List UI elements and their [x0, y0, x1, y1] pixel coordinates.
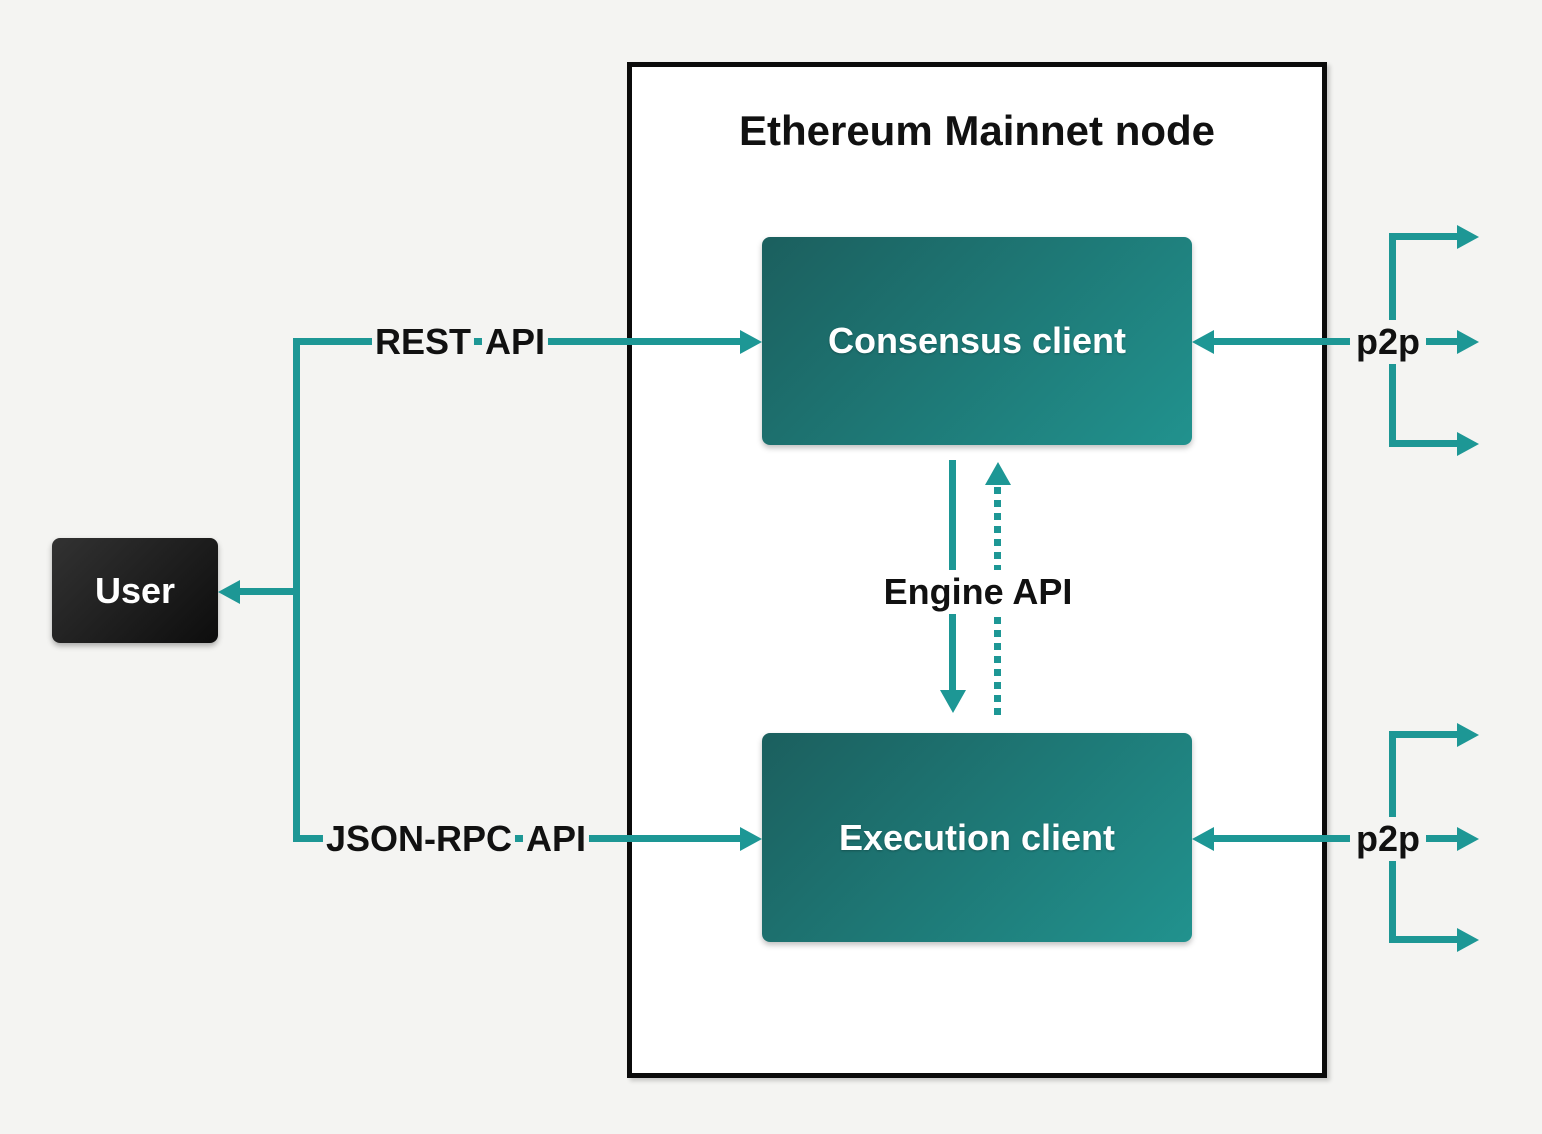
p2p-consensus-left-line — [1214, 338, 1355, 345]
p2p-consensus-top-arrowhead-icon — [1457, 225, 1479, 249]
json-rpc-api-arrowhead-icon — [740, 827, 762, 851]
p2p-consensus-bottom-arrowhead-icon — [1457, 432, 1479, 456]
p2p-execution-bottom-arrowhead-icon — [1457, 928, 1479, 952]
consensus-client-label: Consensus client — [827, 320, 1127, 361]
user-label: User — [94, 569, 176, 611]
engine-api-down-arrowhead-icon — [940, 690, 966, 713]
diagram-title: Ethereum Mainnet node — [738, 107, 1216, 154]
execution-client-label: Execution client — [838, 816, 1116, 858]
p2p-execution-top-arrowhead-icon — [1457, 723, 1479, 747]
consensus-client-box: Consensus client — [762, 237, 1192, 445]
p2p-execution-left-arrowhead-icon — [1192, 827, 1214, 851]
p2p-execution-left-line — [1214, 835, 1355, 842]
p2p-consensus-mid-arrowhead-icon — [1457, 330, 1479, 354]
user-box: User — [52, 538, 218, 643]
p2p-execution-top-branch-line — [1389, 731, 1457, 738]
p2p-consensus-bottom-branch-line — [1389, 440, 1457, 447]
engine-api-up-arrowhead-icon — [985, 462, 1011, 485]
engine-api-label: Engine API — [877, 570, 1079, 614]
execution-client-box: Execution client — [762, 733, 1192, 942]
user-arrowhead-icon — [218, 580, 240, 604]
user-arrow-line — [240, 588, 300, 595]
rest-api-arrowhead-icon — [740, 330, 762, 354]
p2p-execution-mid-arrowhead-icon — [1457, 827, 1479, 851]
p2p-consensus-top-branch-line — [1389, 233, 1457, 240]
p2p-execution-right-line — [1420, 835, 1457, 842]
p2p-consensus-right-line — [1420, 338, 1457, 345]
json-rpc-api-line — [293, 835, 740, 842]
p2p-execution-label: p2p — [1349, 817, 1427, 861]
p2p-consensus-left-arrowhead-icon — [1192, 330, 1214, 354]
p2p-execution-bottom-branch-line — [1389, 936, 1457, 943]
p2p-consensus-label: p2p — [1349, 320, 1427, 364]
